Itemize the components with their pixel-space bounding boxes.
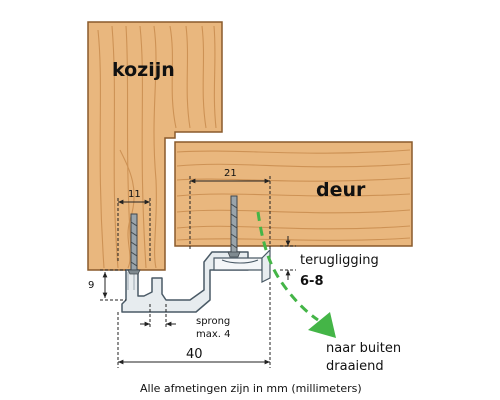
frame-label: kozijn — [112, 59, 175, 81]
dimension-9-label: 9 — [88, 280, 94, 291]
screw-icon — [227, 195, 241, 258]
door-label: deur — [316, 179, 366, 201]
setback-title: terugligging — [300, 253, 379, 268]
screw-icon — [127, 213, 141, 275]
direction-label-line1: naar buiten — [326, 341, 401, 356]
direction-label-line2: draaiend — [326, 359, 384, 374]
opening-direction-arrow-icon — [256, 211, 336, 338]
dimension-40-label: 40 — [186, 347, 203, 362]
setback-value: 6-8 — [300, 274, 324, 289]
dimension-lines — [100, 176, 296, 368]
dimension-21-label: 21 — [224, 168, 237, 179]
frame-wood — [87, 21, 223, 271]
units-caption: Alle afmetingen zijn in mm (millimeters) — [140, 382, 362, 395]
step-label-line1: sprong — [196, 316, 230, 327]
step-label-line2: max. 4 — [196, 329, 231, 340]
dimension-11-label: 11 — [128, 189, 141, 200]
threshold-profile — [121, 248, 271, 313]
door-wood — [174, 141, 413, 247]
